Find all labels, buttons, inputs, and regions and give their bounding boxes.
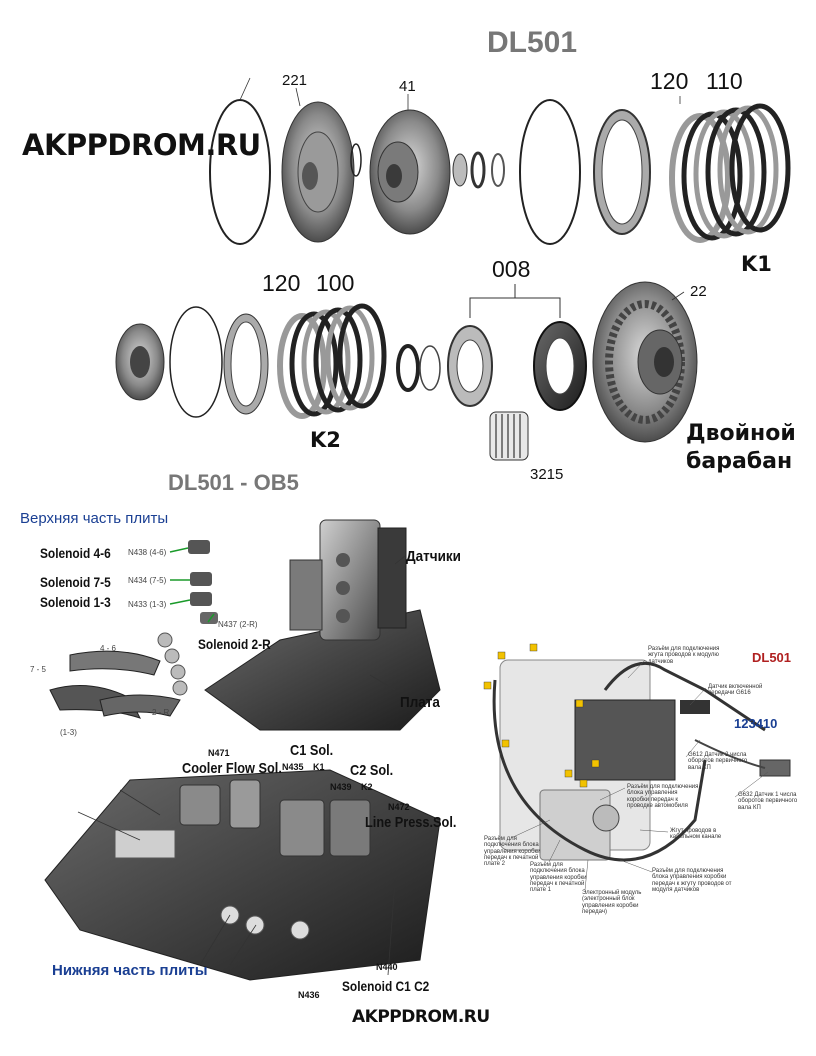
n440-code: N440: [376, 962, 398, 972]
lower-plate-heading: Нижняя часть плиты: [52, 962, 208, 979]
brand-watermark: AKPPDROM.RU: [22, 128, 261, 162]
ring-2: [419, 345, 441, 391]
n472-code: N472: [388, 802, 410, 812]
c1-sol-label: C1 Sol.: [290, 742, 334, 759]
fork-2r-label: 2 - R: [152, 708, 170, 717]
part-221-hub: [281, 101, 355, 243]
c2-sol-label: C2 Sol.: [350, 762, 394, 779]
part-3215-cage: [489, 411, 529, 461]
k2-label: K2: [310, 428, 341, 452]
callout-vehicle-connector: Разъём для подключения блока управления …: [627, 784, 699, 809]
double-drum-label: Двойной барабан: [686, 420, 796, 476]
callout-g612: G612 Датчик 2 числа оборотов первичного …: [688, 752, 748, 771]
thrust-washer: [452, 153, 468, 187]
callout-harness-channel: Жгут проводов в кабельном канале: [670, 828, 722, 841]
part-008-seal-left: [447, 325, 493, 407]
label-008: 008: [492, 256, 531, 282]
fork-75-label: 7 - 5: [30, 665, 47, 674]
small-ring: [350, 143, 362, 177]
label-221: 221: [282, 72, 308, 89]
line-press-label: Line Press.Sol.: [365, 814, 457, 831]
callout-pcb1-connector: Разъём для подключения блока управления …: [530, 862, 587, 894]
upper-plate-heading: Верхняя часть плиты: [20, 510, 169, 527]
label-120-k1: 120: [650, 68, 689, 94]
wiring-dl501-title: DL501: [752, 650, 792, 665]
snap-ring-large: [209, 99, 271, 245]
callout-g616: Датчик включенной передачи G616: [708, 684, 763, 697]
fork-13-label: (1-3): [60, 728, 77, 737]
k1-label: K1: [741, 252, 772, 276]
n434-code: N434 (7-5): [128, 576, 167, 585]
k1-code: K1: [313, 762, 325, 772]
electronic-module-image: [492, 659, 791, 862]
double-drum-line1: Двойной: [686, 421, 796, 446]
cooler-flow-label: Cooler Flow Sol.: [182, 760, 282, 777]
solenoid-13-label: Solenoid 1-3: [40, 594, 111, 610]
dl501-ob5-title: DL501 - OB5: [168, 470, 299, 495]
label-22: 22: [690, 283, 707, 300]
lower-valve-body-image: [44, 769, 441, 981]
solenoid-75-label: Solenoid 7-5: [40, 574, 111, 590]
shift-forks: [49, 632, 188, 719]
plate-label: Плата: [400, 694, 440, 711]
double-drum-line2: барабан: [686, 449, 793, 474]
solenoid-2r-label: Solenoid 2-R: [198, 636, 271, 652]
fork-46-label: 4 - 6: [100, 644, 117, 653]
label-3215: 3215: [530, 466, 564, 483]
k2-code: K2: [361, 782, 373, 792]
snap-ring-2: [519, 99, 581, 245]
part-number-123410: 123410: [734, 716, 778, 731]
footer-brand: AKPPDROM.RU: [352, 1007, 490, 1027]
n471-code: N471: [208, 748, 230, 758]
sun-gear: [115, 323, 165, 401]
part-41-drum: [369, 109, 451, 235]
callout-pcb2-connector: Разъём для подключения блока управления …: [484, 836, 541, 868]
callout-electronic-module: Электронный модуль (электронный блок упр…: [582, 890, 642, 915]
label-120-k2: 120: [262, 270, 301, 296]
n433-code: N433 (1-3): [128, 600, 167, 609]
n435-code: N435: [282, 762, 304, 772]
part-22-double-drum: [592, 281, 698, 443]
snap-ring-3: [169, 306, 223, 418]
part-008-seal-right: [533, 321, 587, 411]
k1-clutch-pack: [669, 103, 791, 243]
label-100: 100: [316, 270, 355, 296]
callout-sensor-harness-connector: Разъём для подключения жгута проводов к …: [648, 646, 720, 665]
callout-sensor-module-connector: Разъём для подключения блока управления …: [652, 868, 732, 893]
solenoid-46-label: Solenoid 4-6: [40, 545, 111, 561]
label-41: 41: [399, 78, 416, 95]
solenoid-c1c2-label: Solenoid C1 C2: [342, 978, 430, 994]
bearing: [470, 151, 486, 189]
upper-valve-body-image: [204, 519, 441, 731]
n439-code: N439: [330, 782, 352, 792]
n438-code: N438 (4-6): [128, 548, 167, 557]
n437-code: N437 (2-R): [218, 620, 258, 629]
washer: [491, 153, 505, 187]
label-110: 110: [706, 68, 743, 94]
solenoid-set: [169, 540, 218, 624]
dl501-title: DL501: [487, 26, 578, 59]
marker-yellow: [483, 643, 600, 788]
bearing-2: [396, 344, 420, 392]
callout-g632: G632 Датчик 1 числа оборотов первичного …: [738, 792, 798, 811]
sensors-label: Датчики: [406, 548, 461, 565]
k2-clutch-pack: [277, 303, 387, 419]
n436-code: N436: [298, 990, 320, 1000]
